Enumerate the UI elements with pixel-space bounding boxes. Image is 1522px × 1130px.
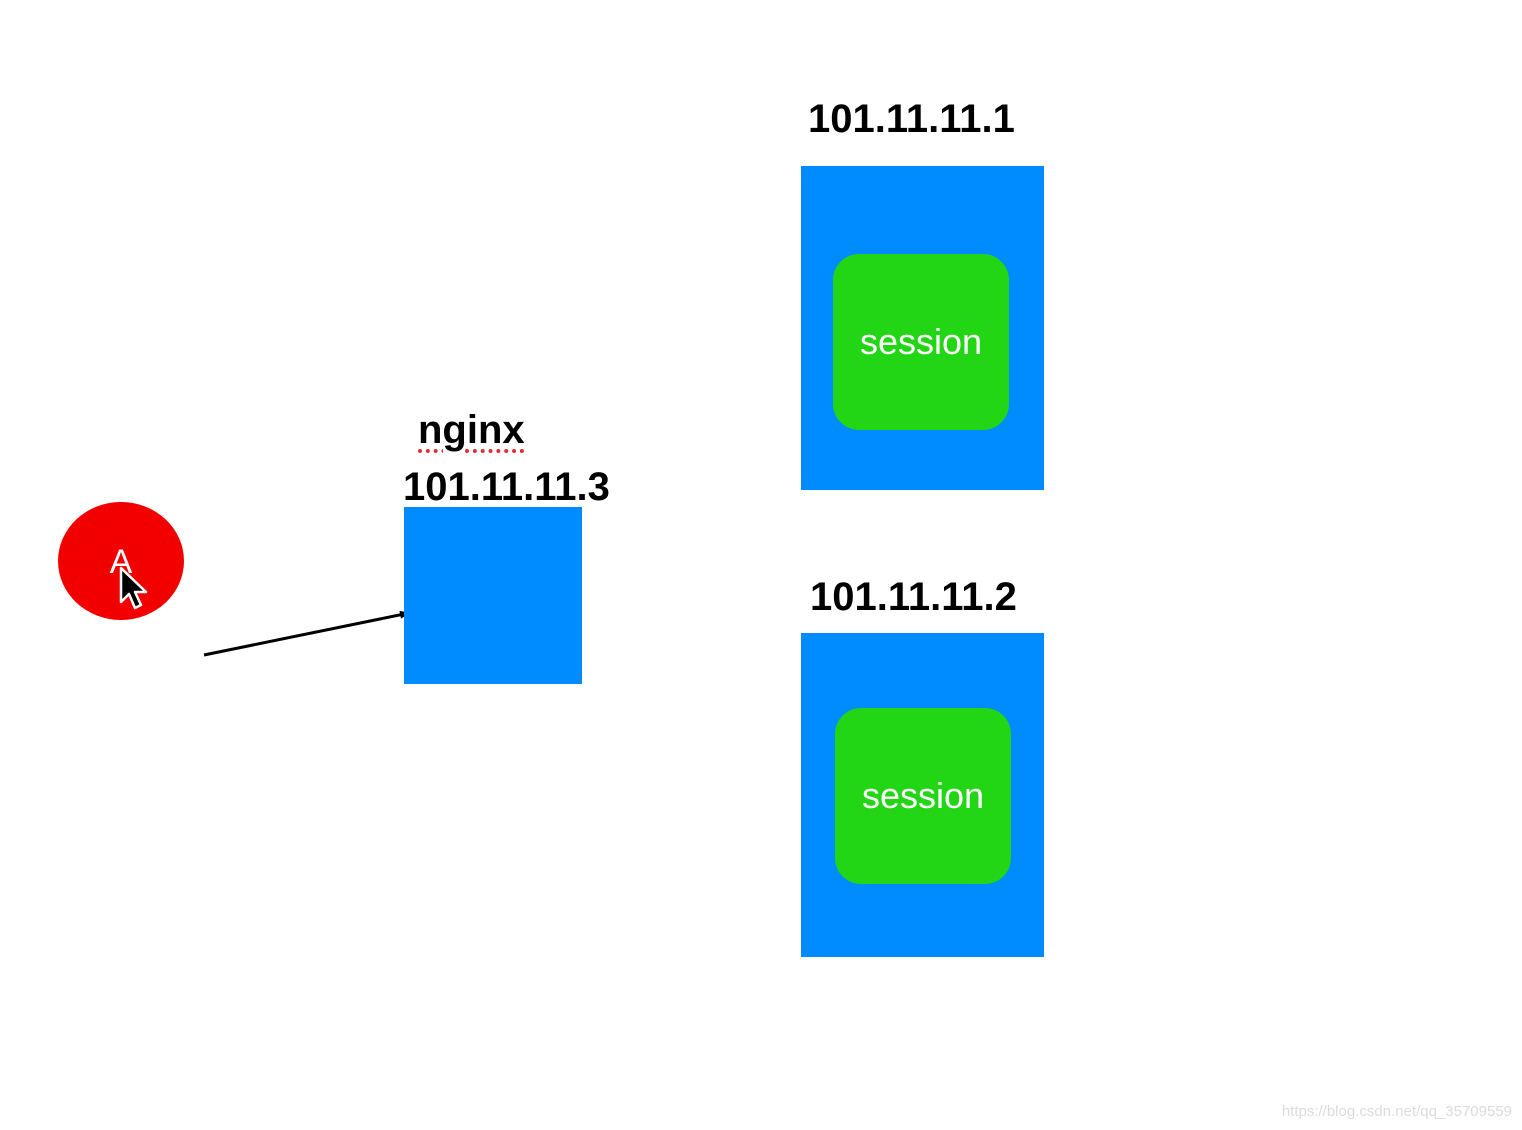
server-1-ip-label: 101.11.11.1 <box>808 97 1015 141</box>
server-2-session: session <box>835 708 1011 884</box>
server-1-session: session <box>833 254 1009 430</box>
nginx-server-box <box>404 507 582 684</box>
server-2-ip-label: 101.11.11.2 <box>810 575 1017 619</box>
nginx-label: nginx <box>418 408 525 452</box>
arrow-line <box>203 610 410 657</box>
watermark: https://blog.csdn.net/qq_35709559 <box>1281 1103 1512 1120</box>
nginx-ip-label: 101.11.11.3 <box>403 465 610 509</box>
server-2-box: session <box>801 633 1044 957</box>
server-1-box: session <box>801 166 1044 490</box>
client-label: A <box>109 542 133 581</box>
mouse-pointer-icon <box>119 566 148 610</box>
